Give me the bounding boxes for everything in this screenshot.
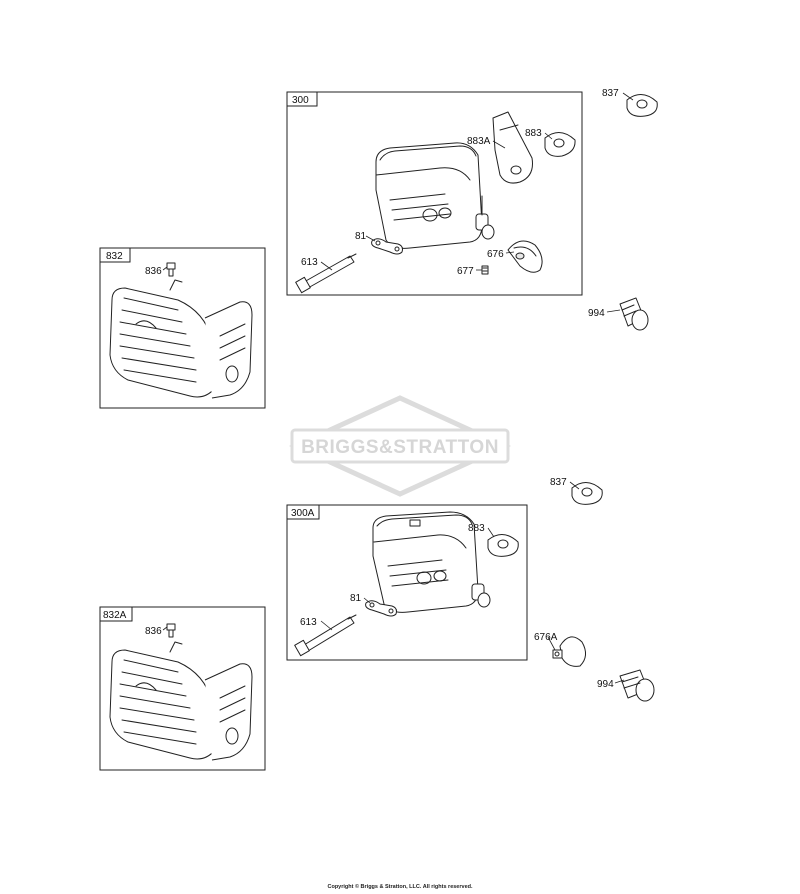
frame-300A-label: 300A <box>291 508 315 519</box>
watermark-text: BRIGGS&STRATTON <box>301 437 499 458</box>
callout-81-top: 81 <box>355 231 367 242</box>
callout-676A: 676A <box>534 632 558 643</box>
link-81-bottom-part[interactable] <box>365 600 397 617</box>
callout-883-top: 883 <box>525 128 542 139</box>
gasket-883-top-part[interactable] <box>544 132 576 157</box>
frame-832: 832 <box>99 247 266 409</box>
frame-300: 300 <box>286 91 583 296</box>
callout-81-bottom: 81 <box>350 593 362 604</box>
callout-613-bottom: 613 <box>300 617 317 628</box>
muffler-guard-832-part[interactable] <box>109 279 253 399</box>
copyright-notice: Copyright © Briggs & Stratton, LLC. All … <box>327 884 473 890</box>
muffler-guard-832A-part[interactable] <box>109 641 253 761</box>
gasket-837-top-part[interactable] <box>626 94 658 117</box>
gasket-837-bottom-part[interactable] <box>571 482 603 505</box>
link-81-top-part[interactable] <box>371 238 403 255</box>
frame-832A-label: 832A <box>103 610 127 621</box>
spark-arrester-994-bottom-part[interactable] <box>619 669 655 702</box>
callout-676: 676 <box>487 249 504 260</box>
screw-836-bottom-part[interactable] <box>166 623 176 638</box>
heat-shield-883A-part[interactable] <box>492 111 533 184</box>
clamp-676A-part[interactable] <box>552 636 586 667</box>
callout-994-top: 994 <box>588 308 605 319</box>
frame-832-label: 832 <box>106 251 123 262</box>
frame-300-label: 300 <box>292 95 309 106</box>
callout-677: 677 <box>457 266 474 277</box>
frame-300A: 300A <box>286 504 528 661</box>
callout-994-bottom: 994 <box>597 679 614 690</box>
screw-677-part[interactable] <box>481 265 489 275</box>
callout-837-top: 837 <box>602 88 619 99</box>
callout-613-top: 613 <box>301 257 318 268</box>
muffler-300A-part[interactable] <box>372 511 491 613</box>
callout-837-bottom: 837 <box>550 477 567 488</box>
callout-labels: 837 883 883A 81 613 676 677 994 836 837 … <box>145 88 619 690</box>
frame-832A: 832A <box>99 606 266 771</box>
screw-836-top-part[interactable] <box>166 262 176 277</box>
briggs-stratton-watermark-logo: BRIGGS&STRATTON <box>288 395 512 497</box>
gasket-883-bottom-part[interactable] <box>487 534 519 557</box>
spark-arrester-994-top-part[interactable] <box>619 297 649 331</box>
callout-836-bottom: 836 <box>145 626 162 637</box>
leader-lines <box>162 92 634 684</box>
deflector-676-part[interactable] <box>507 240 543 273</box>
muffler-300-part[interactable] <box>375 142 495 249</box>
callout-883-bottom: 883 <box>468 523 485 534</box>
bolt-613-bottom-part[interactable] <box>294 614 357 657</box>
callout-883A: 883A <box>467 136 491 147</box>
callout-836-top: 836 <box>145 266 162 277</box>
bolt-613-top-part[interactable] <box>295 253 357 294</box>
